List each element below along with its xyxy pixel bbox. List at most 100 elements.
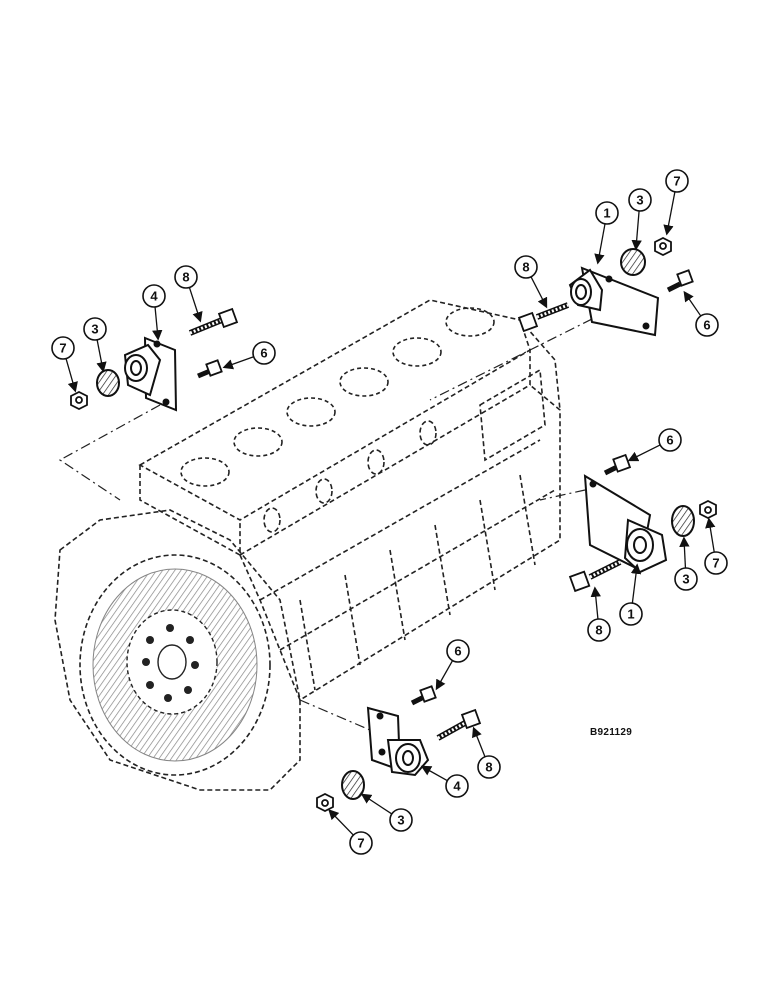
small-bolt-lower (410, 685, 437, 706)
callout-circle (628, 188, 652, 212)
callout-6: 6 (683, 290, 719, 337)
callout-3: 3 (360, 793, 413, 832)
callout-leader (360, 793, 393, 815)
callout-3: 3 (83, 317, 107, 373)
mount-bracket-upper-right (568, 266, 660, 337)
small-bolt-upper-left (197, 359, 223, 379)
callout-leader (222, 356, 254, 370)
callout-circle (349, 831, 373, 855)
callout-leader (627, 444, 661, 462)
mount-bracket-lower (366, 706, 430, 777)
callout-number: 6 (703, 318, 710, 333)
callout-leader (188, 287, 203, 323)
callout-circle (619, 602, 643, 626)
callout-circle (674, 567, 698, 591)
callout-number: 8 (522, 260, 529, 275)
callout-number: 3 (91, 322, 98, 337)
callout-number: 6 (666, 433, 673, 448)
callout-leader (630, 563, 642, 604)
flywheel (79, 554, 271, 776)
callout-circle (665, 169, 689, 193)
callout-circle (595, 201, 619, 225)
callout-leader (435, 660, 454, 691)
callout-circle (252, 341, 276, 365)
figure-id: B921129 (590, 727, 633, 738)
callout-leader (663, 191, 676, 236)
nut-upper-left (70, 390, 88, 411)
bolt-upper-right (517, 302, 570, 333)
callout-3: 3 (628, 188, 652, 251)
callout-number: 8 (182, 270, 189, 285)
mount-bracket-lower-right (583, 474, 668, 574)
callout-circle (477, 755, 501, 779)
callout-layer: 1 3 7 8 6 4 8 7 3 6 6 3 7 8 1 6 8 4 3 7 (51, 169, 728, 855)
callout-8: 8 (587, 586, 611, 642)
callout-number: 7 (712, 556, 719, 571)
alignment-lines (58, 309, 611, 731)
callout-number: 3 (682, 572, 689, 587)
callout-circle (51, 336, 75, 360)
callout-leader (472, 726, 486, 758)
callout-circle (695, 313, 719, 337)
nut-lower-right (699, 499, 717, 520)
bushing-lower (341, 770, 365, 800)
mount-bracket-upper-left (123, 336, 178, 412)
callout-leader (705, 517, 716, 553)
callout-circle (389, 808, 413, 832)
callout-circle (446, 639, 470, 663)
callout-number: 7 (673, 174, 680, 189)
callout-leader (420, 765, 448, 782)
callout-7: 7 (328, 809, 373, 855)
callout-6: 6 (222, 341, 276, 370)
callout-circle (514, 255, 538, 279)
callout-circle (174, 265, 198, 289)
callout-leader (594, 223, 606, 265)
callout-leader (328, 809, 354, 836)
callout-circle (83, 317, 107, 341)
callout-1: 1 (619, 563, 643, 626)
callout-leader (683, 290, 702, 317)
callout-8: 8 (514, 255, 548, 309)
callout-leader (679, 536, 690, 569)
callout-circle (445, 774, 469, 798)
callout-7: 7 (51, 336, 78, 393)
callout-number: 6 (454, 644, 461, 659)
callout-number: 1 (627, 607, 634, 622)
cylinder-bores (180, 307, 495, 487)
callout-circle (142, 284, 166, 308)
small-bolt-lower-right (603, 453, 632, 476)
bolt-upper-left (188, 307, 239, 336)
callout-1: 1 (594, 201, 619, 265)
callout-number: 6 (260, 346, 267, 361)
callout-8: 8 (174, 265, 203, 323)
callout-number: 8 (485, 760, 492, 775)
callout-7: 7 (663, 169, 689, 236)
bolt-lower (436, 708, 482, 741)
small-bolt-upper-right (666, 269, 694, 293)
nut-upper-right (654, 236, 672, 257)
callout-circle (587, 618, 611, 642)
callout-leader (530, 276, 548, 309)
callout-3: 3 (674, 536, 698, 591)
callout-4: 4 (420, 765, 469, 798)
bolt-lower-right (568, 559, 622, 593)
callout-leader (590, 586, 601, 620)
bushing-upper-right (620, 248, 646, 276)
callout-number: 3 (636, 193, 643, 208)
callout-leader (65, 358, 78, 393)
callout-number: 8 (595, 623, 602, 638)
callout-number: 7 (59, 341, 66, 356)
bushing-lower-right (671, 505, 695, 537)
callout-circle (704, 551, 728, 575)
callout-number: 4 (453, 779, 461, 794)
nut-lower (316, 792, 334, 813)
callout-leader (631, 210, 642, 251)
callout-6: 6 (627, 428, 682, 462)
bushing-upper-left (96, 369, 120, 397)
callout-7: 7 (704, 517, 728, 575)
callout-leader (96, 339, 107, 373)
callout-leader (152, 306, 163, 341)
callout-4: 4 (142, 284, 166, 341)
callout-number: 3 (397, 813, 404, 828)
